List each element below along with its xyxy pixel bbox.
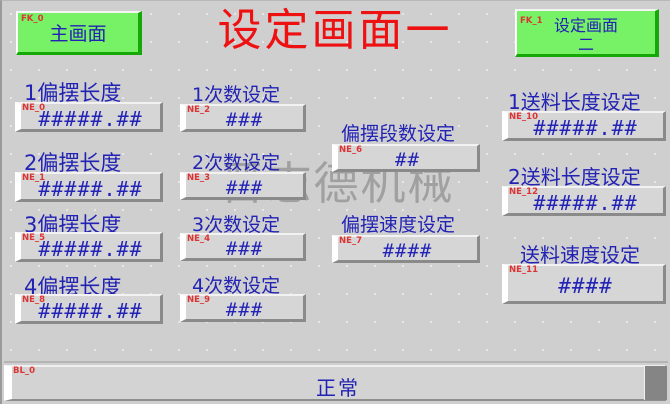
swing-segment-count-label: 偏摆段数设定 (341, 123, 456, 145)
count-setting-4-value: ### (225, 299, 264, 321)
feed-speed-value: #### (558, 274, 613, 298)
swing-length-1-value: #####.## (38, 107, 143, 131)
feed-length-1-value: #####.## (533, 116, 638, 140)
count-setting-3-entry[interactable]: NE_4 ### (180, 233, 306, 261)
setting-screen-2-button-label: 设定画面二 (553, 15, 618, 54)
swing-length-1-label: 1偏摆长度 (24, 81, 122, 105)
swing-segment-count-entry[interactable]: NE_6 ## (332, 144, 480, 172)
feed-length-2-tag: NE_12 (509, 187, 538, 197)
setting-screen-2-button-tag: FK_1 (520, 16, 543, 26)
feed-length-1-label: 1送料长度设定 (508, 90, 641, 114)
status-bar-text: 正常 (316, 376, 360, 400)
feed-length-1-tag: NE_10 (509, 112, 538, 122)
swing-length-1-entry[interactable]: NE_0 #####.## (15, 102, 163, 132)
status-bar[interactable]: BL_0 正常 (4, 365, 666, 401)
swing-length-4-entry[interactable]: NE_8 #####.## (15, 294, 163, 324)
main-screen-button-label: 主画面 (49, 23, 107, 45)
feed-length-2-value: #####.## (533, 191, 638, 215)
count-setting-3-value: ### (225, 238, 264, 260)
swing-speed-value: #### (382, 240, 433, 262)
swing-length-3-value: #####.## (38, 237, 143, 261)
swing-length-3-tag: NE_5 (22, 233, 46, 243)
count-setting-3-tag: NE_4 (187, 234, 211, 244)
feed-length-2-entry[interactable]: NE_12 #####.## (502, 186, 666, 216)
count-setting-4-label: 4次数设定 (192, 275, 281, 297)
swing-length-2-tag: NE_1 (22, 173, 46, 183)
swing-segment-count-tag: NE_6 (339, 145, 363, 155)
swing-speed-tag: NE_7 (339, 236, 363, 246)
swing-segment-count-value: ## (395, 149, 420, 171)
count-setting-2-tag: NE_3 (187, 173, 211, 183)
count-setting-4-tag: NE_9 (187, 295, 211, 305)
swing-length-2-entry[interactable]: NE_1 #####.## (15, 172, 163, 202)
feed-speed-entry[interactable]: NE_11 #### (502, 264, 666, 304)
swing-speed-label: 偏摆速度设定 (341, 214, 456, 236)
status-bar-tag: BL_0 (13, 366, 36, 376)
count-setting-1-tag: NE_2 (187, 105, 211, 115)
count-setting-2-entry[interactable]: NE_3 ### (180, 172, 306, 200)
swing-length-2-value: #####.## (38, 177, 143, 201)
swing-length-3-entry[interactable]: NE_5 #####.## (15, 232, 163, 262)
swing-length-4-value: #####.## (38, 299, 143, 323)
feed-length-1-entry[interactable]: NE_10 #####.## (502, 111, 666, 141)
count-setting-2-label: 2次数设定 (192, 152, 281, 174)
swing-length-1-tag: NE_0 (22, 103, 46, 113)
status-divider (4, 361, 668, 363)
count-setting-1-label: 1次数设定 (192, 84, 281, 106)
feed-length-2-label: 2送料长度设定 (508, 165, 641, 189)
count-setting-3-label: 3次数设定 (192, 214, 281, 236)
status-bar-endcap (644, 366, 667, 400)
swing-speed-entry[interactable]: NE_7 #### (332, 235, 480, 263)
count-setting-4-entry[interactable]: NE_9 ### (180, 294, 306, 322)
swing-length-2-label: 2偏摆长度 (24, 151, 122, 175)
feed-speed-label: 送料速度设定 (520, 243, 640, 267)
swing-length-4-tag: NE_8 (22, 295, 46, 305)
count-setting-1-value: ### (225, 109, 264, 131)
count-setting-2-value: ### (225, 177, 264, 199)
page-title: 设定画面一 (217, 5, 453, 56)
feed-speed-tag: NE_11 (509, 265, 538, 275)
count-setting-1-entry[interactable]: NE_2 ### (180, 104, 306, 132)
main-screen-button-tag: FK_0 (21, 14, 44, 24)
main-screen-button[interactable]: FK_0 主画面 (16, 11, 142, 55)
setting-screen-2-button[interactable]: FK_1 设定画面二 (515, 9, 659, 57)
